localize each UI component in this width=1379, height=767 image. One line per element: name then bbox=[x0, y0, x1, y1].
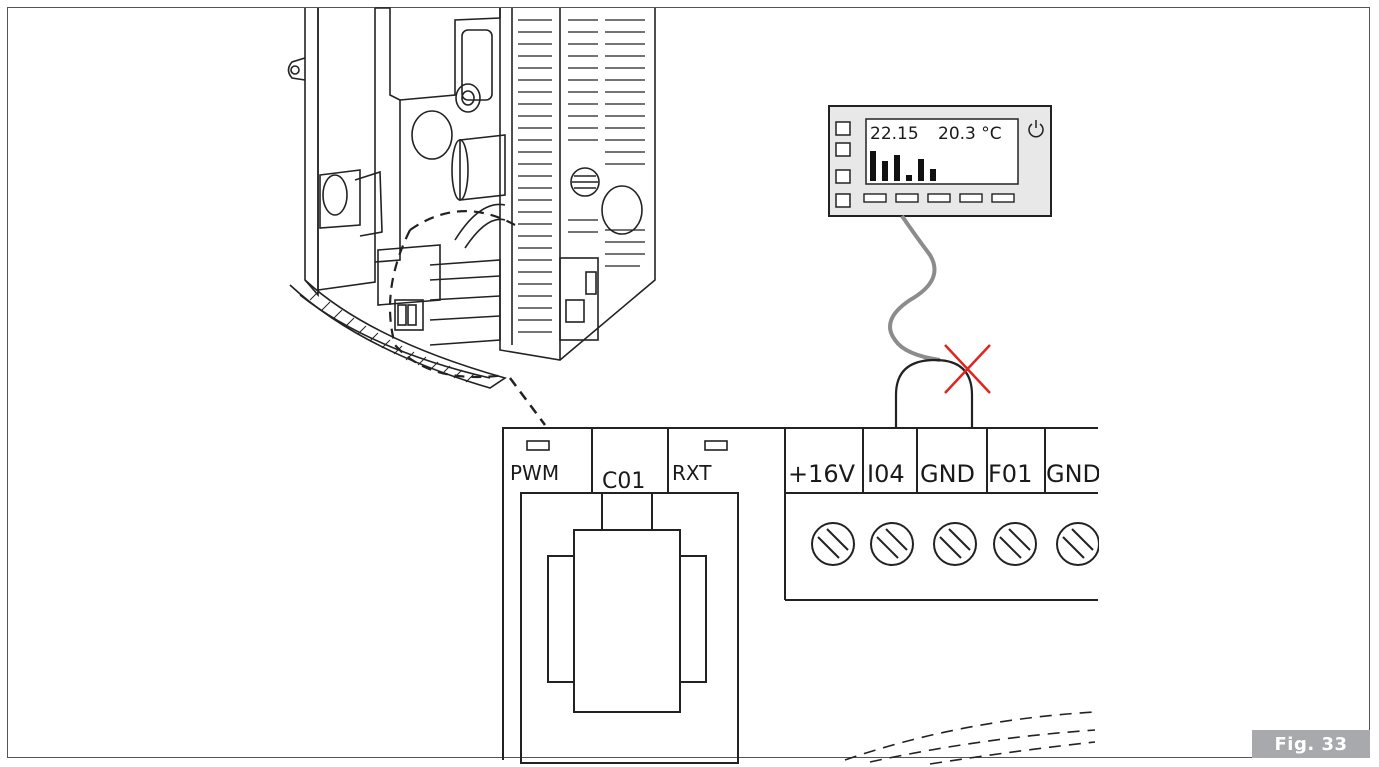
display-bar bbox=[930, 169, 936, 181]
terminal-screw bbox=[1056, 522, 1100, 566]
thermostat-display bbox=[865, 118, 1019, 185]
thermostat-side-button bbox=[835, 142, 851, 157]
figure-frame bbox=[7, 7, 1370, 758]
connector-label-rxt: RXT bbox=[672, 461, 712, 485]
terminal-screw bbox=[993, 522, 1037, 566]
rxt-connector bbox=[704, 440, 728, 451]
thermostat-side-button bbox=[835, 121, 851, 136]
board-traces bbox=[844, 711, 1096, 765]
transformer-coil-left bbox=[547, 555, 575, 683]
connector-label-pwm: PWM bbox=[510, 461, 559, 485]
display-bar bbox=[894, 155, 900, 181]
thermostat-cable bbox=[888, 214, 941, 362]
display-bars bbox=[870, 151, 936, 181]
remove-cross-icon bbox=[944, 344, 991, 394]
terminal-screw bbox=[811, 522, 855, 566]
thermostat: 22.15 20.3 °C bbox=[828, 105, 1052, 217]
thermostat-side-button bbox=[835, 193, 851, 208]
thermostat-bottom-button bbox=[863, 193, 887, 203]
terminal-label-gnd-2: GND bbox=[1046, 460, 1101, 488]
display-bar bbox=[882, 161, 888, 181]
connector-label-c01: C01 bbox=[602, 469, 645, 494]
terminal-label-16v: +16V bbox=[788, 460, 856, 488]
pwm-connector bbox=[526, 440, 550, 451]
figure-number-badge: Fig. 33 bbox=[1252, 730, 1370, 758]
power-icon bbox=[1028, 120, 1044, 138]
terminal-label-gnd: GND bbox=[920, 460, 975, 488]
terminal-label-f01: F01 bbox=[988, 460, 1032, 488]
thermostat-bottom-button bbox=[991, 193, 1015, 203]
display-bar bbox=[906, 175, 912, 181]
thermostat-bottom-button bbox=[895, 193, 919, 203]
terminal-screw bbox=[870, 522, 914, 566]
control-board: PWM C01 RXT +16V I04 GND F01 GND bbox=[502, 420, 1139, 765]
terminal-screw bbox=[933, 522, 977, 566]
terminal-label-i04: I04 bbox=[867, 460, 905, 488]
thermostat-side-button bbox=[835, 169, 851, 184]
display-bar bbox=[918, 159, 924, 181]
transformer-housing bbox=[520, 492, 739, 764]
thermostat-bottom-button bbox=[927, 193, 951, 203]
zoom-leader-line bbox=[508, 377, 547, 426]
transformer-coil-right bbox=[679, 555, 707, 683]
jumper-wire bbox=[894, 358, 974, 428]
thermostat-bottom-button bbox=[959, 193, 983, 203]
display-value-right: 20.3 °C bbox=[938, 124, 1002, 144]
display-value-left: 22.15 bbox=[870, 124, 919, 144]
display-bar bbox=[870, 151, 876, 181]
transformer-core bbox=[573, 529, 681, 713]
stove-illustration bbox=[287, 7, 656, 389]
